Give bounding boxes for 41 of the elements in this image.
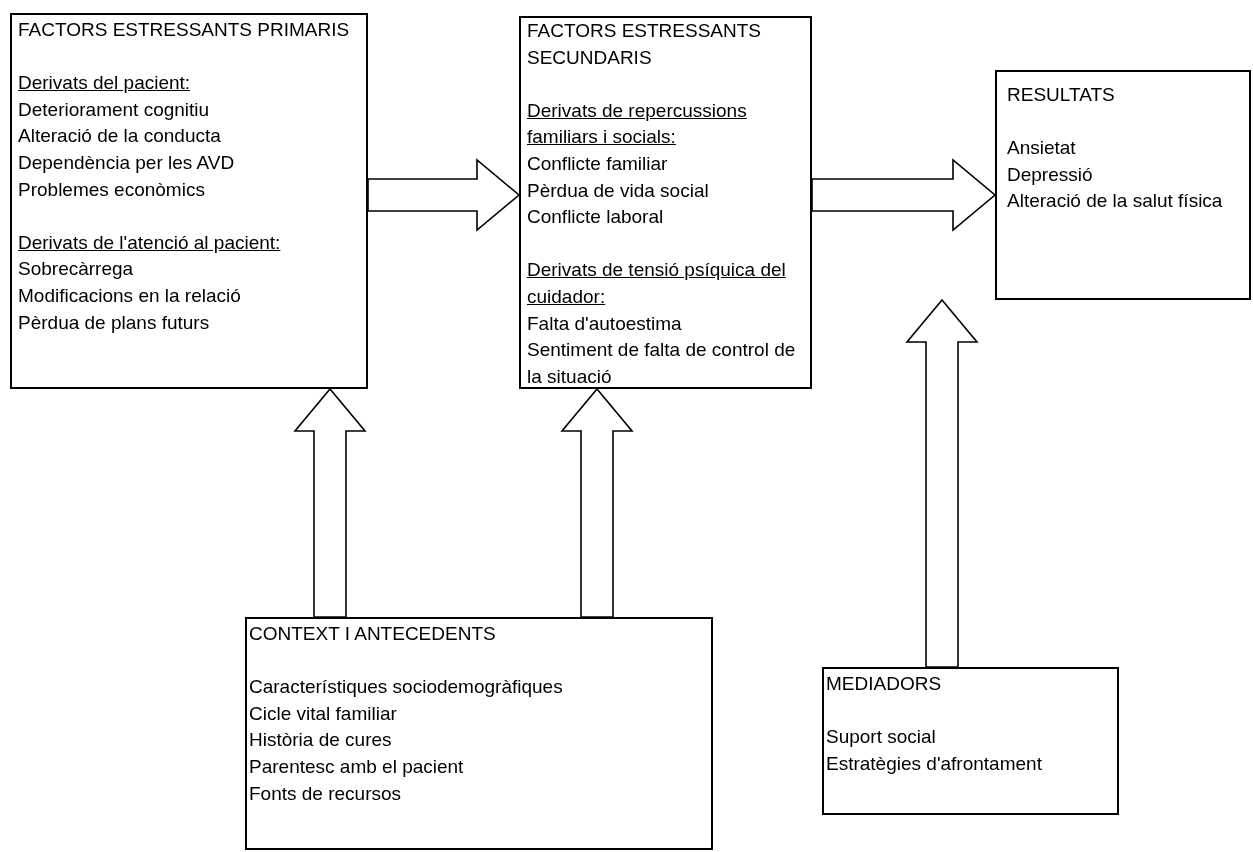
list-item: Pèrdua de plans futurs — [18, 310, 211, 335]
list-item: Depressió — [1007, 162, 1094, 187]
box-heading: MEDIADORS — [826, 672, 943, 696]
block-arrow — [367, 158, 521, 232]
text-box — [519, 16, 812, 389]
box-heading: FACTORS ESTRESSANTS PRIMARIS — [18, 18, 351, 42]
list-item: Conflicte familiar — [527, 151, 669, 176]
list-item: Sobrecàrrega — [18, 257, 135, 282]
list-item: Característiques sociodemogràfiques — [249, 675, 564, 700]
list-item: Estratègies d'afrontament — [826, 751, 1043, 776]
box-heading: RESULTATS — [1007, 83, 1116, 107]
list-item: Suport social — [826, 725, 937, 750]
section-heading: Derivats de l'atenció al pacient: — [18, 230, 282, 255]
list-item: Problemes econòmics — [18, 177, 206, 202]
list-item: Sentiment de falta de control de la situació — [527, 338, 797, 389]
list-item: Pèrdua de vida social — [527, 178, 710, 203]
block-arrow — [811, 158, 997, 232]
block-arrow — [905, 298, 979, 668]
box-heading: FACTORS ESTRESSANTS SECUNDARIS — [527, 19, 763, 70]
list-item: Deteriorament cognitiu — [18, 97, 211, 122]
list-item: Ansietat — [1007, 136, 1077, 161]
list-item: Modificacions en la relació — [18, 283, 242, 308]
block-arrow — [560, 387, 634, 618]
list-item: Falta d'autoestima — [527, 311, 683, 336]
list-item: Conflicte laboral — [527, 205, 665, 230]
section-heading: Derivats del pacient: — [18, 71, 192, 96]
list-item: Cicle vital familiar — [249, 701, 398, 726]
list-item: Fonts de recursos — [249, 781, 403, 806]
section-heading: Derivats de tensió psíquica del cuidador: — [527, 258, 787, 309]
text-box — [822, 667, 1119, 815]
list-item: Dependència per les AVD — [18, 150, 236, 175]
block-arrow — [293, 387, 367, 618]
text-box — [995, 70, 1251, 300]
box-heading: CONTEXT I ANTECEDENTS — [249, 622, 497, 646]
list-item: Alteració de la salut física — [1007, 189, 1224, 214]
section-heading: Derivats de repercussions familiars i socials: — [527, 98, 748, 150]
list-item: Parentesc amb el pacient — [249, 754, 465, 779]
text-box — [10, 13, 368, 389]
text-box — [245, 617, 713, 850]
list-item: Història de cures — [249, 728, 393, 753]
list-item: Alteració de la conducta — [18, 124, 222, 149]
